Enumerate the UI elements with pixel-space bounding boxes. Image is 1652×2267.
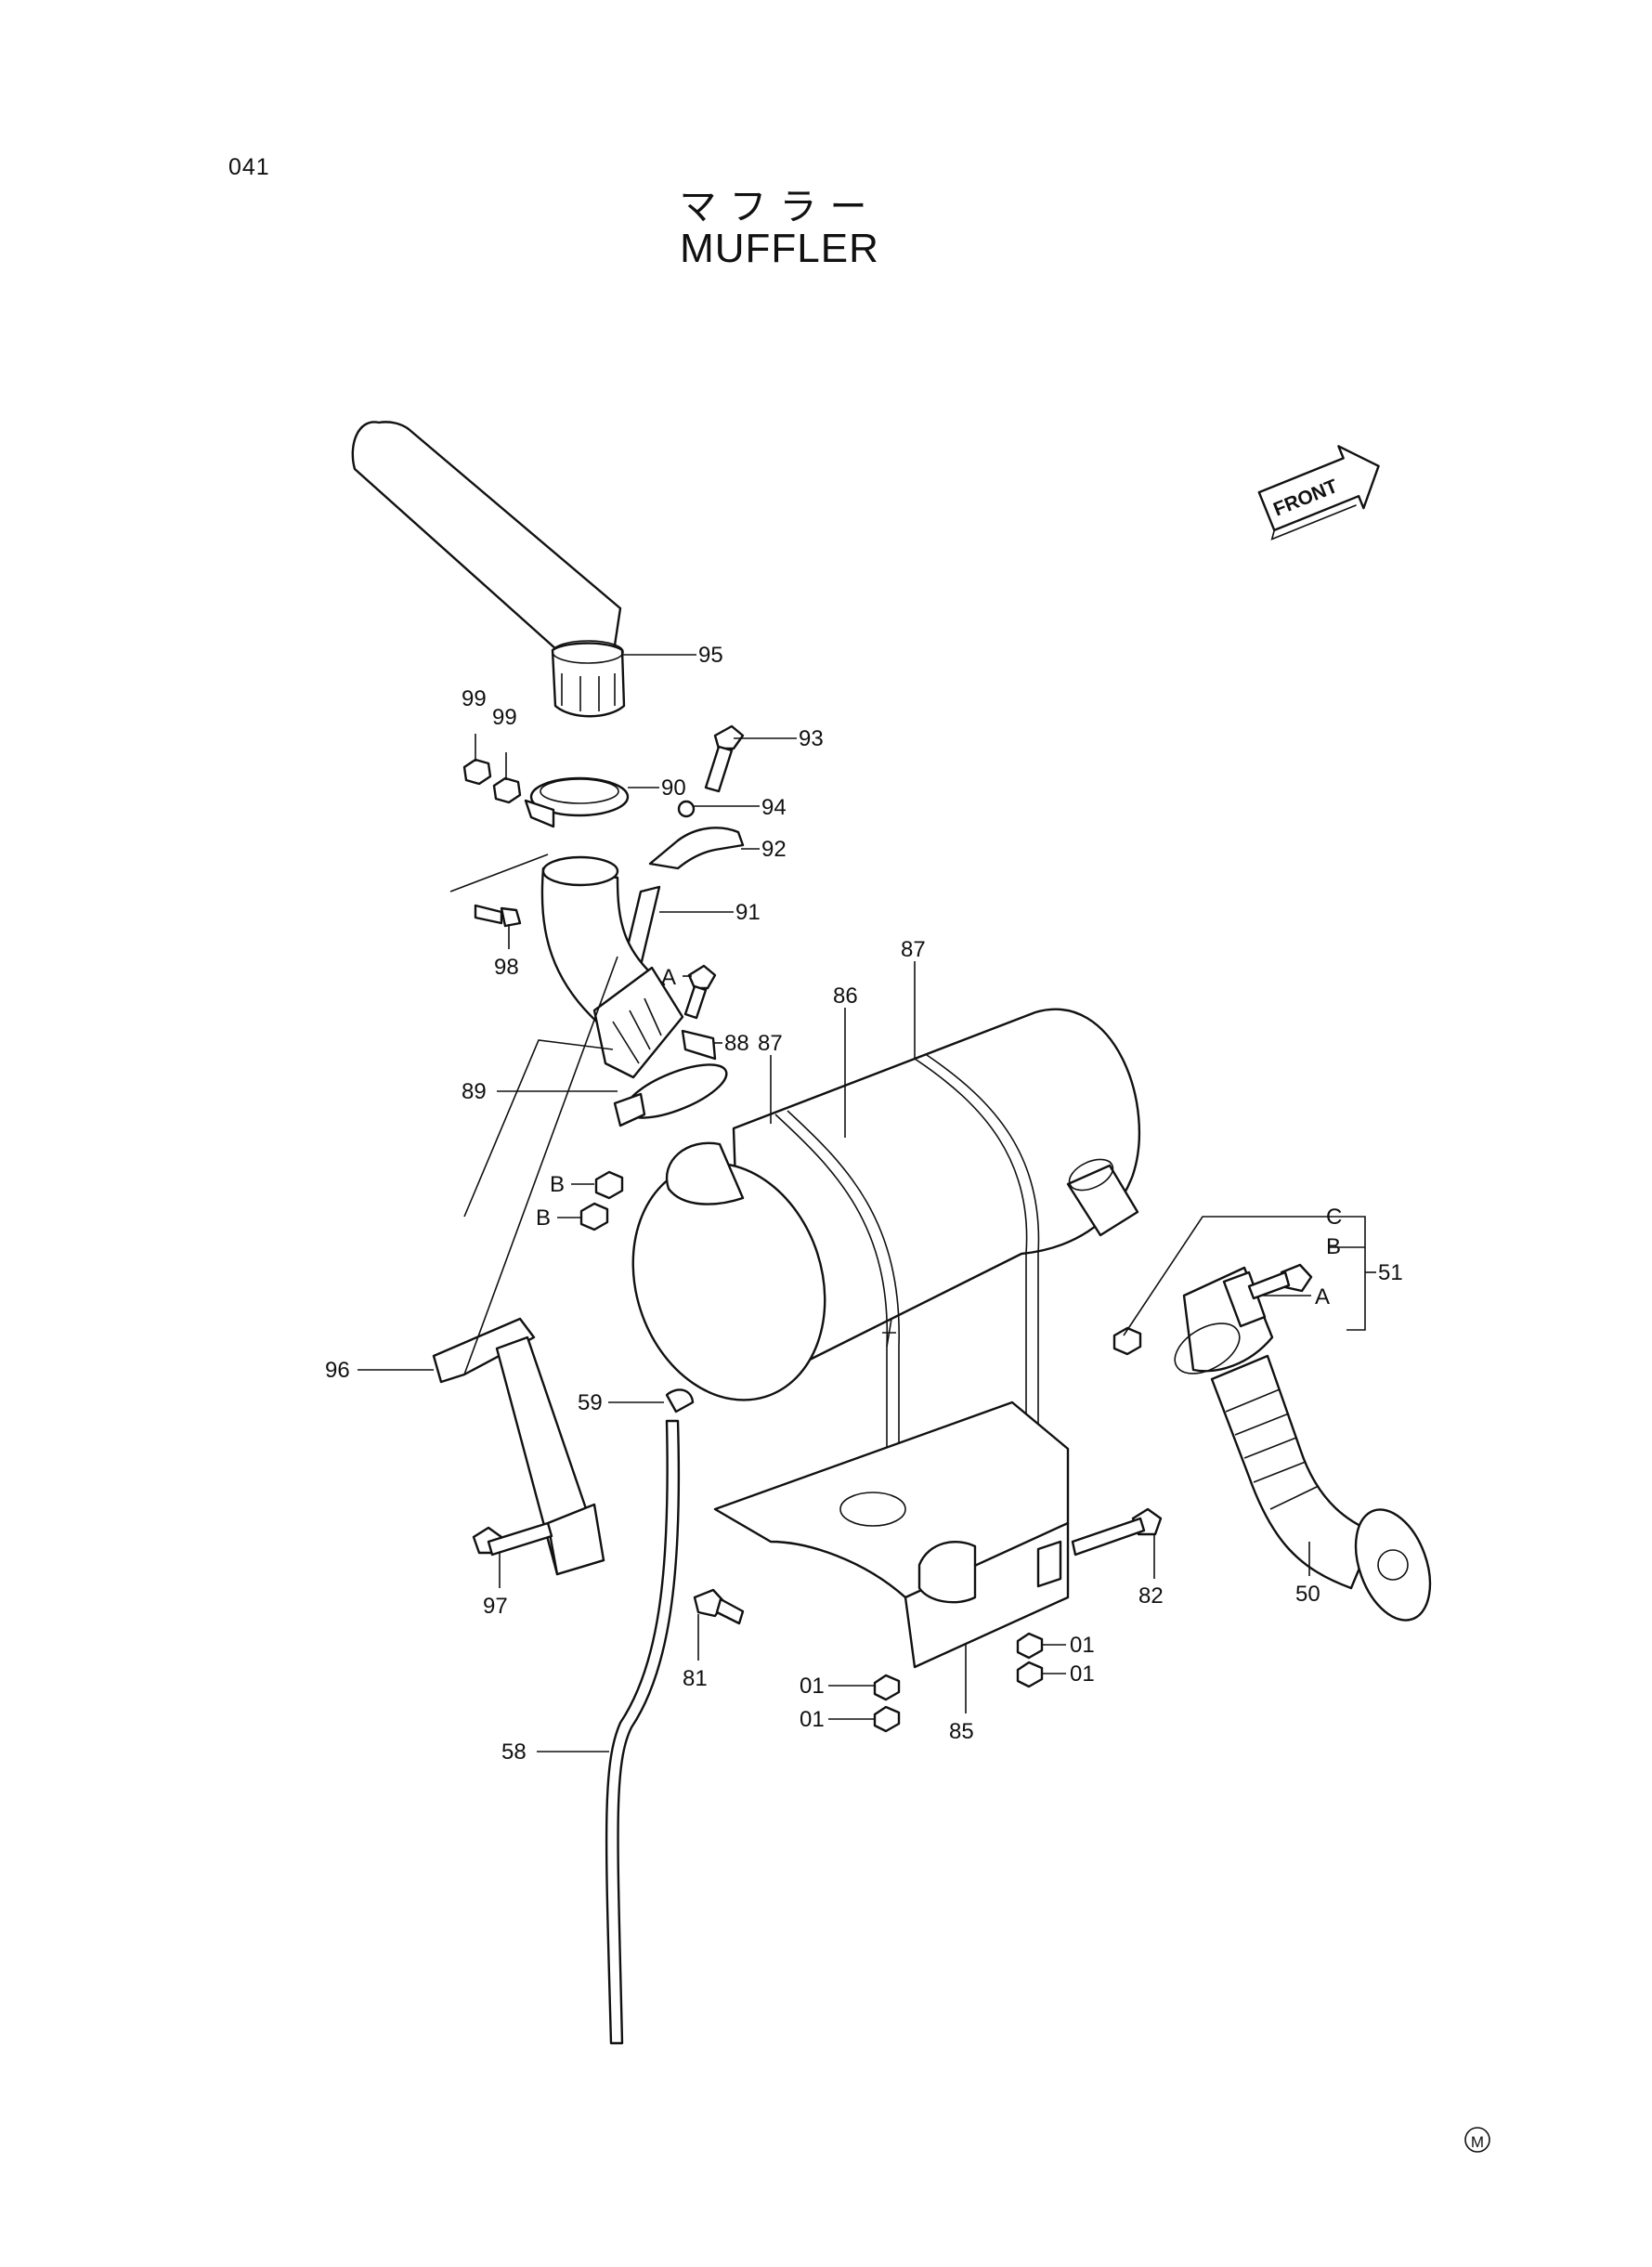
callout-b3: B xyxy=(1326,1234,1341,1259)
callout-01c: 01 xyxy=(1070,1633,1095,1658)
bolt-82 xyxy=(1071,1507,1163,1557)
callout-95: 95 xyxy=(698,643,723,668)
callout-91: 91 xyxy=(735,900,761,925)
front-arrow-icon: FRONT xyxy=(1257,445,1380,541)
bolt-81 xyxy=(693,1588,745,1625)
band-87a xyxy=(774,1110,900,1348)
nut-01c xyxy=(1016,1632,1044,1660)
band-88 xyxy=(681,1029,717,1061)
callout-c: C xyxy=(1326,1205,1342,1230)
callout-b1: B xyxy=(550,1172,565,1197)
callout-99a: 99 xyxy=(462,686,487,711)
hose-58 xyxy=(605,1419,681,2045)
m-mark-letter: M xyxy=(1471,2133,1484,2151)
bracket-96 xyxy=(432,1317,605,1576)
callout-96: 96 xyxy=(325,1358,350,1383)
clip-59 xyxy=(665,1388,695,1414)
nut-51c xyxy=(1112,1326,1142,1356)
clamp-90 xyxy=(524,776,630,828)
clamp-89 xyxy=(613,1063,728,1127)
callout-87a: 87 xyxy=(758,1031,783,1056)
muffler-86 xyxy=(631,1008,1141,1401)
callout-01a: 01 xyxy=(800,1674,825,1699)
m-mark-icon xyxy=(1464,2127,1490,2153)
elbow-51 xyxy=(1174,1266,1274,1375)
washer-94 xyxy=(677,800,696,818)
callout-97: 97 xyxy=(483,1594,508,1619)
callout-59: 59 xyxy=(578,1390,603,1415)
callout-93: 93 xyxy=(799,726,824,751)
callout-94: 94 xyxy=(761,795,787,820)
bent-pipe xyxy=(540,855,684,1079)
bracket-92 xyxy=(648,827,745,870)
callout-81: 81 xyxy=(683,1666,708,1691)
callout-51: 51 xyxy=(1378,1260,1403,1285)
page-code: 041 xyxy=(228,154,270,180)
leader-lines xyxy=(358,654,1376,1752)
nut-99b xyxy=(492,776,522,804)
callout-50: 50 xyxy=(1295,1582,1320,1607)
band-87b xyxy=(914,1054,1040,1255)
callout-85: 85 xyxy=(949,1719,974,1744)
bolt-93 xyxy=(704,724,745,793)
bolt-51b xyxy=(1247,1263,1313,1300)
callout-a2: A xyxy=(1315,1284,1330,1309)
callout-92: 92 xyxy=(761,837,787,862)
callout-87b: 87 xyxy=(901,937,926,962)
callout-88: 88 xyxy=(724,1031,749,1056)
flex-pipe-50 xyxy=(1210,1354,1432,1622)
title-japanese: マフラー xyxy=(679,186,880,228)
callout-90: 90 xyxy=(661,775,686,801)
callout-98: 98 xyxy=(494,955,519,980)
bolt-97 xyxy=(472,1521,553,1557)
nut-b2 xyxy=(579,1202,609,1231)
nut-b1 xyxy=(594,1170,624,1200)
bolt-98 xyxy=(474,904,522,928)
callout-82: 82 xyxy=(1138,1583,1164,1609)
nut-01d xyxy=(1016,1661,1044,1688)
callout-99b: 99 xyxy=(492,705,517,730)
callout-01b: 01 xyxy=(800,1707,825,1732)
tail-pipe-95 xyxy=(351,421,626,718)
callout-58: 58 xyxy=(501,1739,527,1765)
support-bracket-85 xyxy=(713,1401,1070,1669)
callout-a: A xyxy=(661,965,676,990)
title-english: MUFFLER xyxy=(680,226,879,271)
stud-87b xyxy=(1025,1254,1039,1435)
callout-b2: B xyxy=(536,1205,551,1231)
callout-01d: 01 xyxy=(1070,1661,1095,1687)
nut-01a xyxy=(873,1674,901,1701)
nut-01b xyxy=(873,1705,901,1733)
bolt-a xyxy=(683,964,717,1020)
callout-86: 86 xyxy=(833,984,858,1009)
callout-89: 89 xyxy=(462,1079,487,1104)
stud-87a xyxy=(886,1347,900,1449)
nut-99a xyxy=(462,758,492,786)
